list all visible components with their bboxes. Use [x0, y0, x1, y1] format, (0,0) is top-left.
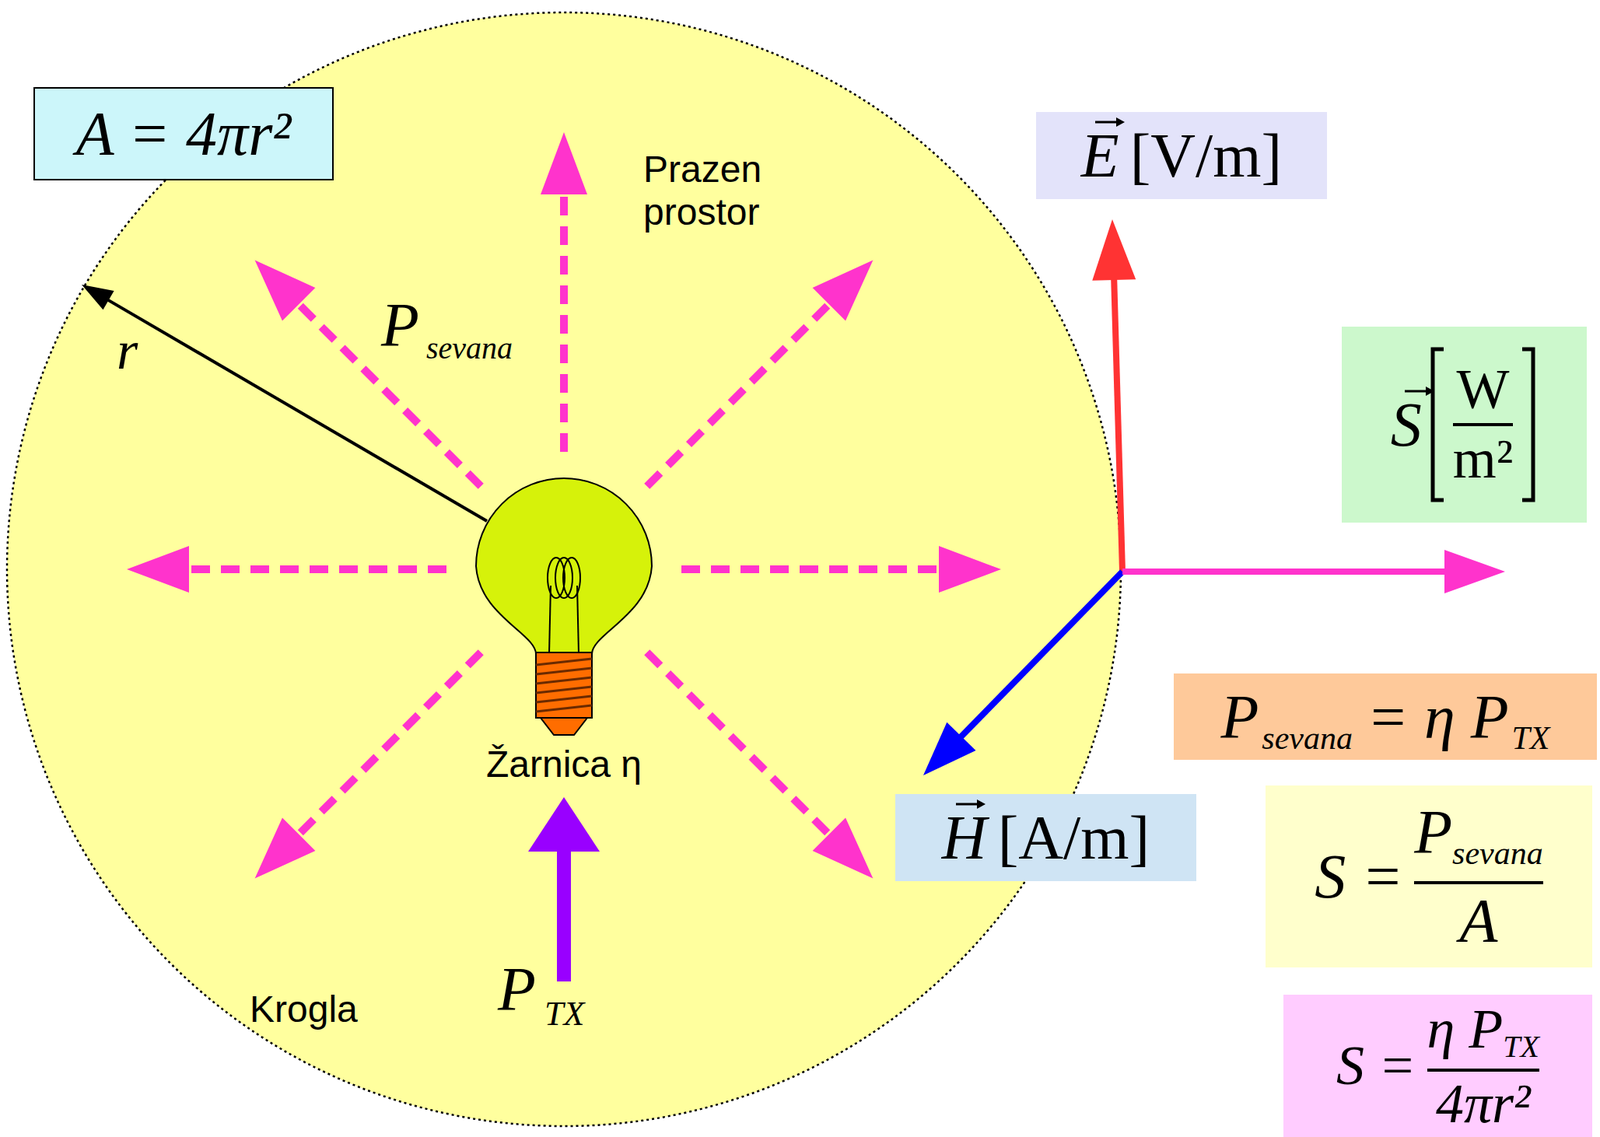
- formula-text: S: [1390, 385, 1422, 464]
- bulb-base: [535, 652, 592, 718]
- numerator: Psevana: [1414, 799, 1544, 878]
- base-thread: [535, 696, 592, 703]
- formula-text: m²: [1452, 430, 1514, 490]
- bracket-line: [1522, 349, 1534, 501]
- vector-arrow-shaft: [1404, 390, 1429, 393]
- formula-row: SWm²: [1390, 346, 1539, 503]
- formula-text: [A/m]: [997, 798, 1151, 877]
- formula-text: P: [1220, 684, 1259, 750]
- fraction-bar: [1452, 423, 1514, 427]
- formula-text: = η P: [1366, 684, 1509, 750]
- numerator: η PTX: [1427, 1001, 1540, 1065]
- text-anchor: r: [116, 323, 138, 379]
- text-anchor: Prazen prostor: [643, 147, 762, 234]
- filament-coil: [563, 557, 581, 599]
- arrow-shaft: [186, 565, 447, 574]
- formula-row: E[V/m]: [1081, 116, 1282, 195]
- formula-row: A = 4πr²: [76, 101, 292, 167]
- symbol-label: TX: [544, 997, 585, 1032]
- bracket: [1519, 346, 1538, 503]
- fraction-bar: [1414, 881, 1544, 885]
- vector-symbol: S: [1390, 385, 1422, 464]
- bracket-line: [1432, 349, 1444, 501]
- region-label: Prazen prostor: [643, 147, 762, 234]
- denominator: 4πr²: [1435, 1075, 1531, 1132]
- bulb-glass: [476, 478, 652, 655]
- vector-arrow-head: [1116, 117, 1125, 127]
- power-density-formula: S =PsevanaA: [1265, 785, 1593, 968]
- bulb-tip: [540, 717, 588, 736]
- arrow-shaft: [1122, 568, 1447, 575]
- e-field-box: E[V/m]: [1036, 112, 1327, 200]
- light-bulb: Žarnica η: [466, 469, 662, 796]
- region-label: Krogla: [249, 987, 358, 1031]
- symbol-label: P: [497, 958, 536, 1021]
- power-density-formula: S =η PTX 4πr²: [1283, 994, 1593, 1137]
- text-anchor: P: [381, 294, 420, 357]
- fraction-bar: [1427, 1068, 1540, 1072]
- formula-row: S =η PTX 4πr²: [1336, 1001, 1540, 1132]
- text-anchor: TX: [544, 997, 585, 1032]
- text-anchor: sevana: [426, 332, 513, 365]
- subscript-text: sevana: [1261, 721, 1353, 756]
- arrow-shaft: [681, 565, 942, 574]
- subscript-text: TX: [1502, 1031, 1540, 1063]
- vector-symbol: E: [1081, 116, 1120, 195]
- filament-wire: [549, 585, 551, 655]
- subscript-text: sevana: [1452, 836, 1544, 871]
- radiated-power-formula: Psevana = η PTX: [1173, 673, 1597, 760]
- base-thread: [535, 668, 592, 675]
- subscript-text: TX: [1512, 721, 1551, 756]
- formula-text: P: [1414, 799, 1453, 865]
- filament-wire: [577, 585, 579, 655]
- poynting-box: SWm²: [1341, 326, 1587, 523]
- formula-row: H[A/m]: [941, 798, 1150, 877]
- text-anchor: P: [497, 958, 536, 1021]
- base-thread: [535, 686, 592, 694]
- formula-text: S =: [1336, 1036, 1417, 1096]
- formula-text: A = 4πr²: [76, 101, 292, 167]
- formula-text: 4πr²: [1435, 1075, 1531, 1132]
- arrow-head: [1444, 549, 1506, 594]
- area-formula-box: A = 4πr²: [33, 87, 334, 181]
- formula-text: A: [1459, 888, 1499, 954]
- formula-text: η P: [1427, 1001, 1504, 1058]
- poynting-vector: [1122, 549, 1506, 594]
- fraction: PsevanaA: [1414, 799, 1544, 954]
- base-thread: [535, 658, 592, 666]
- base-thread: [535, 705, 592, 712]
- symbol-label: P: [381, 294, 420, 357]
- bulb-label: Žarnica η: [486, 742, 642, 786]
- formula-text: S =: [1314, 843, 1404, 910]
- formula-row: Psevana= η PTX: [1220, 684, 1550, 750]
- formula-text: [V/m]: [1130, 116, 1283, 195]
- denominator: m²: [1452, 430, 1514, 490]
- arrow-shaft: [556, 849, 571, 982]
- vector-arrow-shaft: [955, 803, 980, 806]
- vector-arrow-head: [976, 799, 986, 809]
- formula-text: W: [1456, 360, 1510, 420]
- vector-symbol: H: [941, 798, 988, 877]
- h-field-box: H[A/m]: [895, 794, 1197, 882]
- sphere-fill: [7, 12, 1121, 1127]
- text-anchor: Krogla: [249, 987, 358, 1031]
- formula-text: H: [941, 798, 988, 877]
- denominator: A: [1459, 888, 1499, 954]
- numerator: W: [1456, 360, 1510, 420]
- symbol-label: r: [116, 323, 138, 379]
- arrow-head: [1092, 219, 1136, 281]
- text-anchor: Žarnica η: [486, 742, 642, 786]
- symbol-label: sevana: [426, 332, 513, 365]
- fraction: η PTX 4πr²: [1427, 1001, 1540, 1132]
- formula-text: E: [1081, 116, 1120, 195]
- fraction: Wm²: [1452, 360, 1514, 489]
- formula-row: S =PsevanaA: [1314, 799, 1544, 954]
- arrow-shaft: [560, 192, 568, 452]
- base-thread: [535, 677, 592, 684]
- vector-arrow-shaft: [1095, 121, 1119, 124]
- bracket: [1428, 346, 1447, 503]
